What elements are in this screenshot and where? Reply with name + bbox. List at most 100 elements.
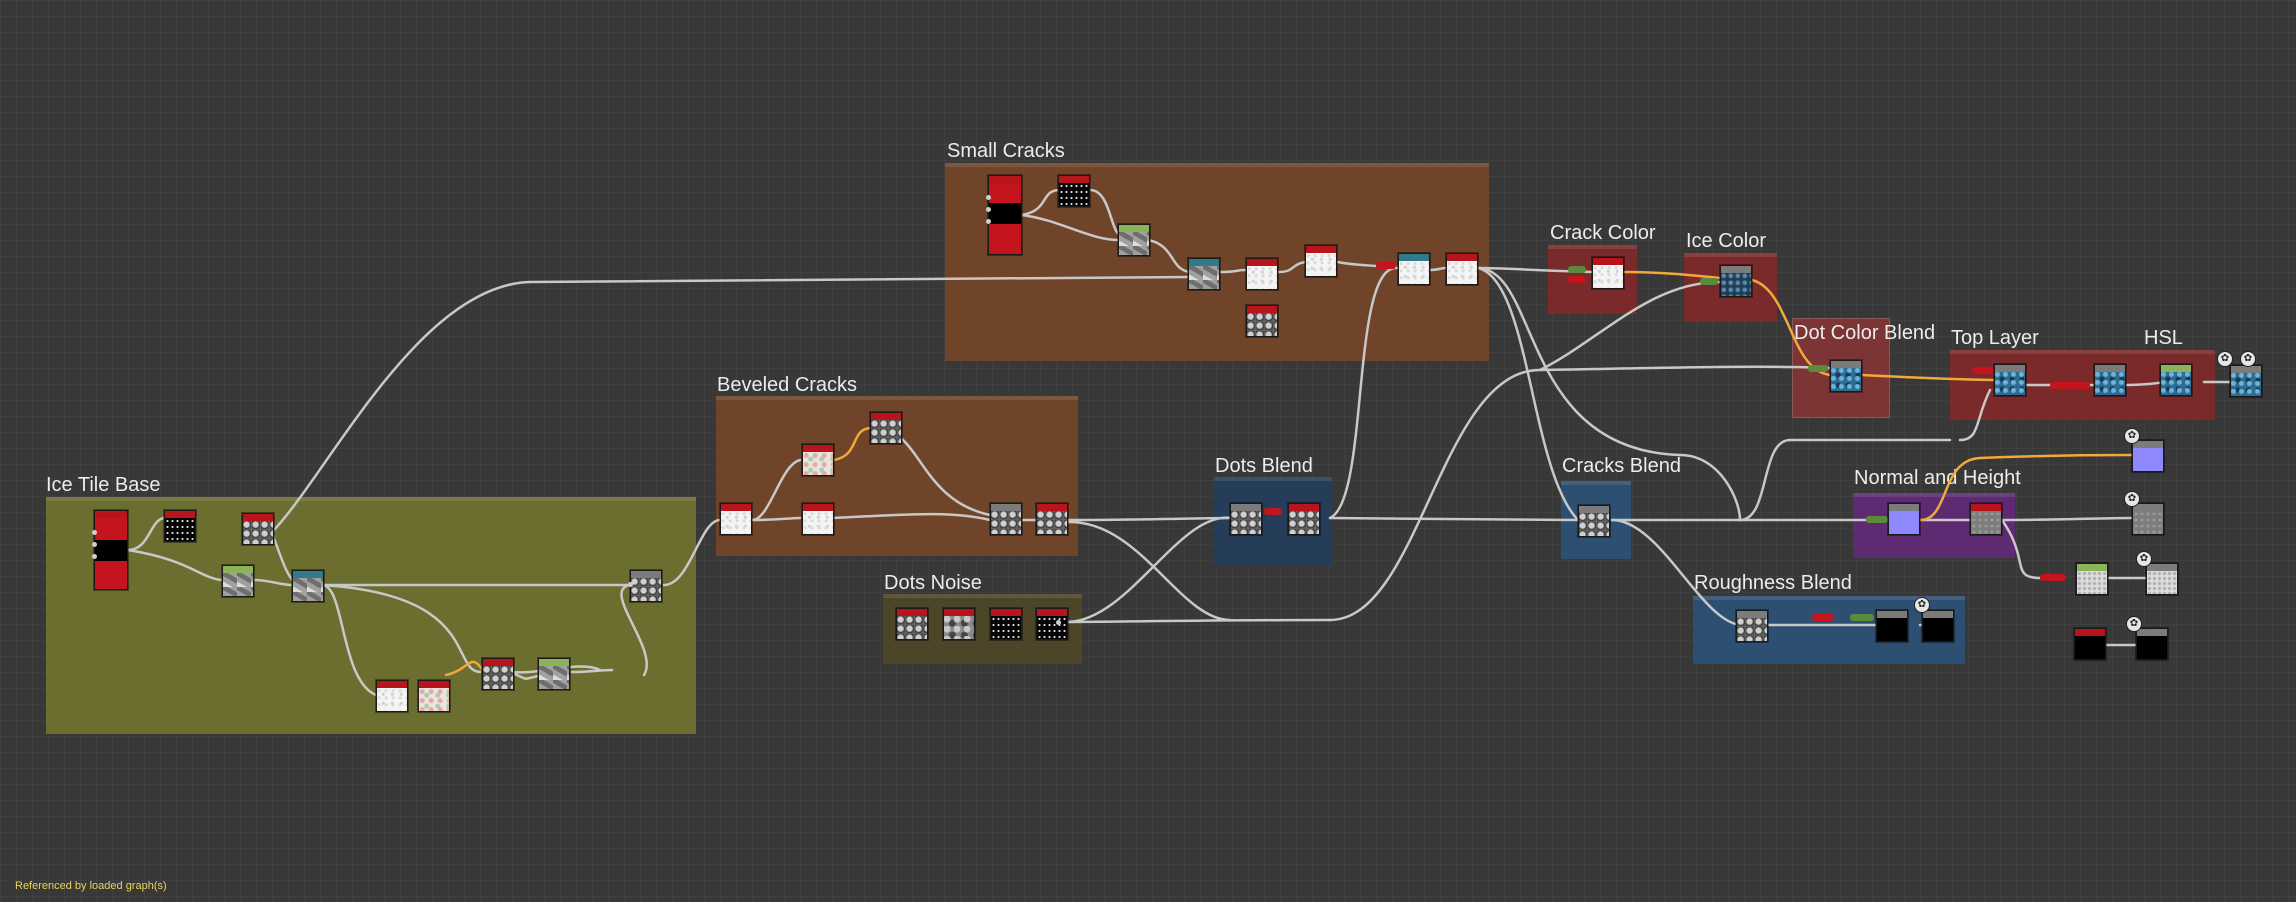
node-tile-generator-2[interactable] xyxy=(988,175,1022,255)
node-height-output[interactable] xyxy=(2132,503,2164,535)
frame-title-dot-color-blend: Dot Color Blend xyxy=(1794,322,1936,344)
node-stone-3[interactable] xyxy=(1246,305,1278,337)
node-thumbnail xyxy=(1037,616,1067,639)
wire xyxy=(1066,520,1232,622)
node-white-6[interactable] xyxy=(720,503,752,535)
connector-pill xyxy=(2050,382,2090,389)
node-port[interactable] xyxy=(986,219,991,224)
node-dots-blend-b[interactable] xyxy=(1288,503,1320,535)
node-port[interactable] xyxy=(92,542,97,547)
node-roughness-blend[interactable] xyxy=(1736,610,1768,642)
node-stone[interactable] xyxy=(242,513,274,545)
wire-highlighted xyxy=(444,660,486,677)
node-white-5[interactable] xyxy=(1446,253,1478,285)
node-dots-stone[interactable] xyxy=(896,608,928,640)
node-white-2[interactable] xyxy=(1246,258,1278,290)
node-cells-4[interactable] xyxy=(1118,224,1150,256)
node-port[interactable] xyxy=(986,207,991,212)
node-header xyxy=(1995,365,2025,372)
node-white-7[interactable] xyxy=(802,503,834,535)
node-port[interactable] xyxy=(986,195,991,200)
frame-ice-tile-base[interactable] xyxy=(46,497,696,734)
node-top-layer-b[interactable] xyxy=(2094,364,2126,396)
node-port[interactable] xyxy=(92,554,97,559)
node-thumbnail xyxy=(1995,372,2025,395)
output-icon: ✿ xyxy=(2126,616,2142,632)
node-cells-5[interactable] xyxy=(1188,258,1220,290)
node-pink-2[interactable] xyxy=(802,444,834,476)
node-pink-noise[interactable] xyxy=(418,680,450,712)
node-header xyxy=(991,504,1021,511)
frame-title-beveled-cracks: Beveled Cracks xyxy=(717,374,858,396)
wire xyxy=(1146,238,1192,274)
node-cells-3[interactable] xyxy=(538,658,570,690)
node-stone-2[interactable] xyxy=(482,658,514,690)
node-thumbnail xyxy=(293,578,323,601)
node-stone-5[interactable] xyxy=(990,503,1022,535)
node-thumbnail xyxy=(897,616,927,639)
node-header xyxy=(871,413,901,420)
node-dots-blend-a[interactable] xyxy=(1230,503,1262,535)
frame-title-hsl: HSL xyxy=(2144,327,2183,349)
node-ao-input[interactable] xyxy=(2076,563,2108,595)
node-white-noise[interactable] xyxy=(376,680,408,712)
wire xyxy=(1328,516,1582,522)
node-thumbnail xyxy=(989,183,1021,254)
node-stone-out[interactable] xyxy=(630,570,662,602)
node-thumbnail xyxy=(1579,513,1609,536)
connector-pill xyxy=(1376,262,1396,269)
node-port[interactable] xyxy=(628,582,633,587)
connector-pill xyxy=(1700,278,1718,285)
node-white-3[interactable] xyxy=(1305,245,1337,277)
node-header xyxy=(1399,254,1429,261)
node-header xyxy=(1447,254,1477,261)
node-metallic-input[interactable] xyxy=(2074,628,2106,660)
node-dot-color-blend[interactable] xyxy=(1830,360,1862,392)
node-port[interactable] xyxy=(92,530,97,535)
node-crack-color[interactable] xyxy=(1592,257,1624,289)
node-header xyxy=(989,176,1021,183)
node-cracks-blend[interactable] xyxy=(1578,505,1610,537)
node-ao-output[interactable] xyxy=(2146,563,2178,595)
node-roughness-a[interactable] xyxy=(1876,610,1908,642)
wire xyxy=(1328,368,1542,622)
node-header xyxy=(2095,365,2125,372)
wire xyxy=(1066,516,1234,522)
node-noise-black[interactable] xyxy=(164,510,196,542)
node-cells-2[interactable] xyxy=(292,570,324,602)
node-base-color-output[interactable] xyxy=(2230,365,2262,397)
node-header xyxy=(1737,611,1767,618)
wire xyxy=(662,518,722,587)
node-cells[interactable] xyxy=(222,565,254,597)
node-stone-6[interactable] xyxy=(1036,503,1068,535)
node-noise-black-2[interactable] xyxy=(1058,175,1090,207)
node-port[interactable] xyxy=(1056,620,1061,625)
node-dots-gray[interactable] xyxy=(943,608,975,640)
node-normal[interactable] xyxy=(1888,503,1920,535)
node-header xyxy=(2231,366,2261,373)
node-hsl[interactable] xyxy=(2160,364,2192,396)
wire xyxy=(1476,266,1682,457)
node-normal-output[interactable] xyxy=(2132,440,2164,472)
node-thumbnail xyxy=(991,511,1021,534)
frame-title-small-cracks: Small Cracks xyxy=(947,140,1065,162)
node-header xyxy=(1579,506,1609,513)
node-thumbnail xyxy=(2161,372,2191,395)
node-roughness-output[interactable] xyxy=(1922,610,1954,642)
node-ice-color[interactable] xyxy=(1720,265,1752,297)
node-dots-black-2[interactable] xyxy=(1036,608,1068,640)
node-header xyxy=(2077,564,2107,571)
node-thumbnail xyxy=(991,616,1021,639)
node-metallic-output[interactable] xyxy=(2136,628,2168,660)
node-thumbnail xyxy=(243,521,273,544)
node-white-4[interactable] xyxy=(1398,253,1430,285)
node-dots-black[interactable] xyxy=(990,608,1022,640)
node-tile-generator[interactable] xyxy=(94,510,128,590)
node-top-layer-a[interactable] xyxy=(1994,364,2026,396)
frame-title-dots-blend: Dots Blend xyxy=(1215,455,1313,477)
node-header xyxy=(483,659,513,666)
wire xyxy=(1088,188,1122,237)
node-stone-4[interactable] xyxy=(870,412,902,444)
node-height[interactable] xyxy=(1970,503,2002,535)
